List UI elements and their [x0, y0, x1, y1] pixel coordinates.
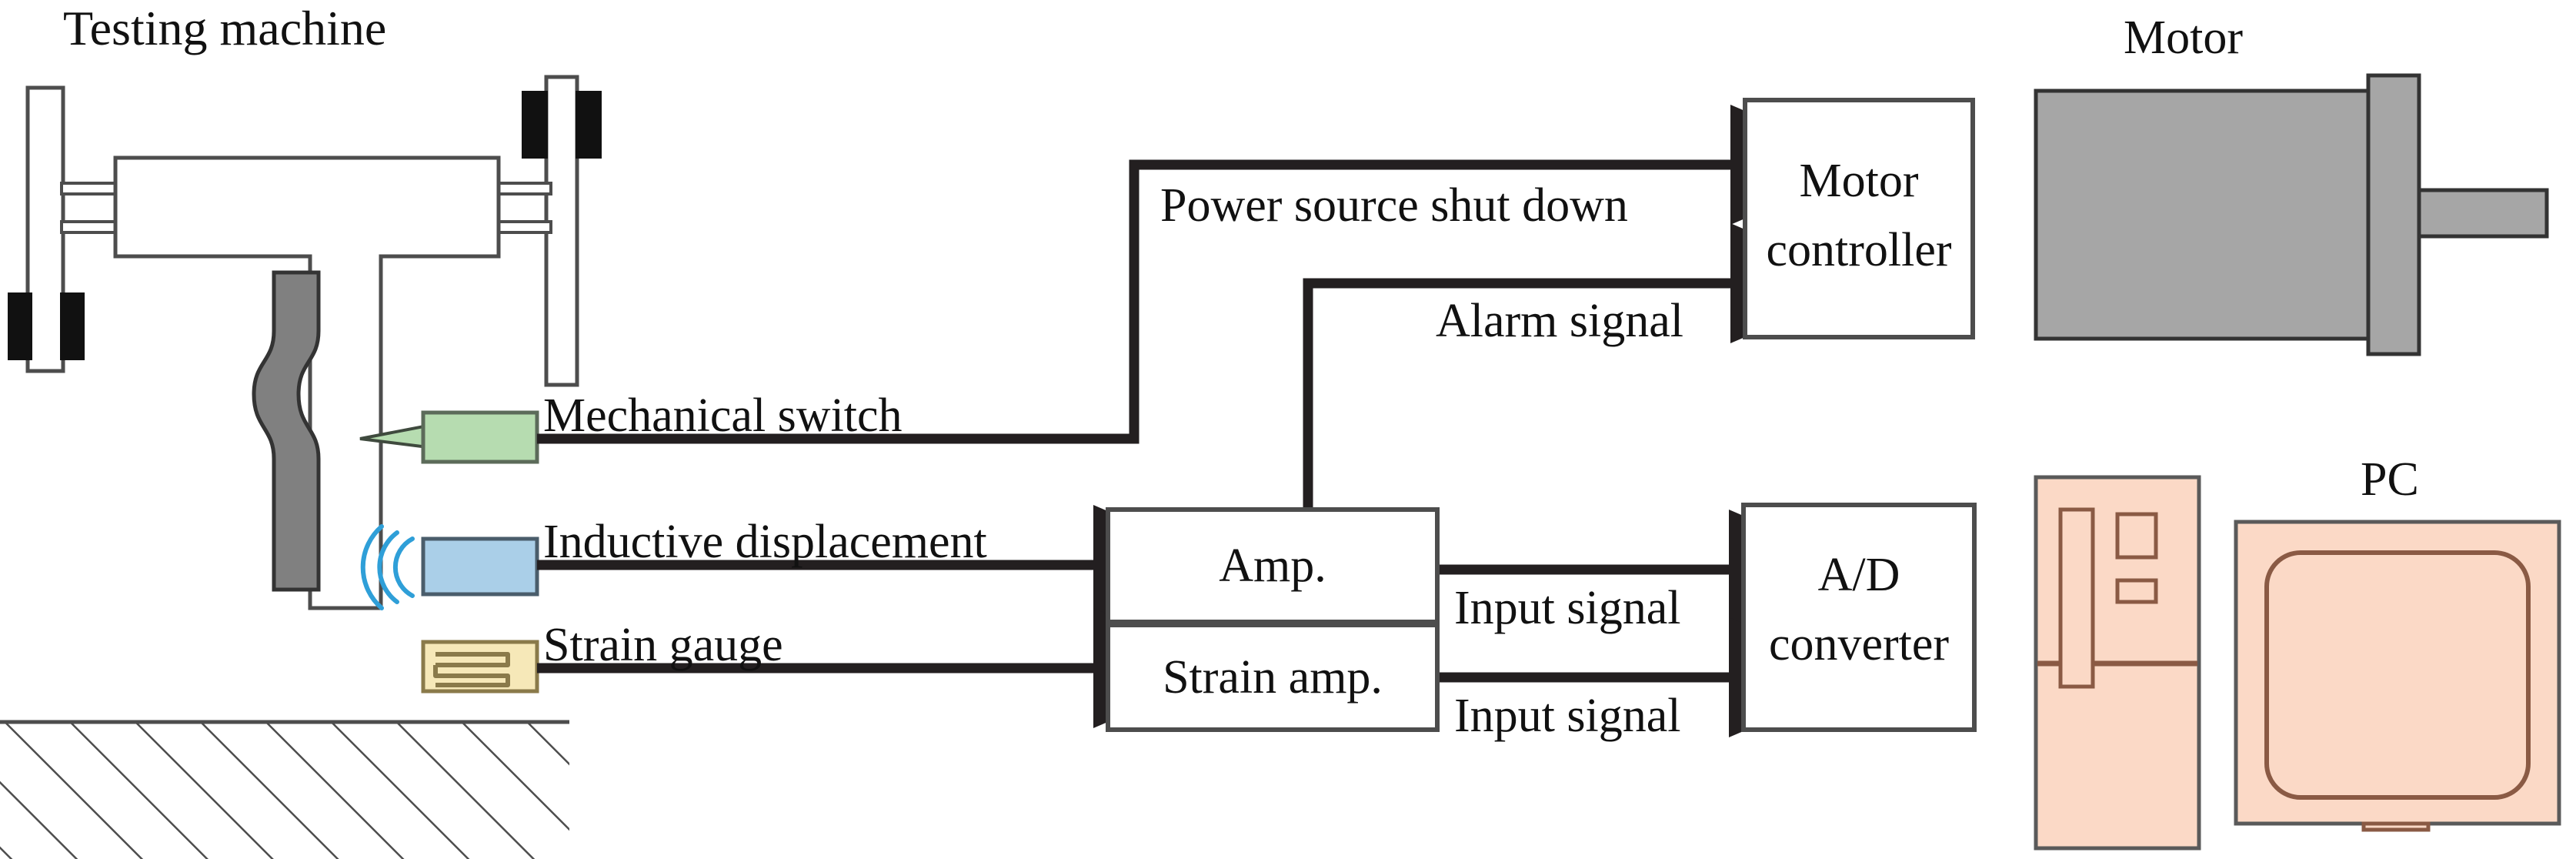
machine-left-grip-outer: [8, 292, 32, 360]
block-label-motor-controller-line2: controller: [1766, 224, 1952, 276]
signal-label-power-source-shut-down: Power source shut down: [1160, 179, 1628, 232]
pc-monitor-neck: [2361, 821, 2431, 832]
signal-label-alarm-signal: Alarm signal: [1436, 295, 1683, 347]
machine-left-column: [25, 85, 65, 373]
sensor-label-strain-gauge: Strain gauge: [543, 619, 783, 671]
pc-tower-drive-slot-icon: [2058, 507, 2095, 689]
signal-label-input-signal-bottom: Input signal: [1454, 690, 1681, 742]
pc-monitor-screen: [2264, 550, 2531, 800]
inductive-displacement-body-icon: [421, 536, 539, 597]
motor-shaft: [2417, 188, 2549, 239]
pc-tower-button-large-icon: [2115, 512, 2158, 560]
ad-converter-box[interactable]: [1741, 503, 1977, 732]
motor-flange: [2366, 73, 2421, 356]
machine-right-grip-outer: [522, 91, 548, 159]
block-label-ad-converter-line1: A/D: [1817, 549, 1900, 601]
sensor-label-inductive-displacement: Inductive displacement: [543, 516, 987, 568]
sensor-icons-group: [359, 410, 539, 694]
machine-right-grip-inner: [576, 91, 602, 159]
block-label-amp: Amp.: [1219, 540, 1326, 592]
machine-left-grip-inner: [60, 292, 85, 360]
machine-tie-bar-left-upper: [60, 182, 117, 196]
label-motor: Motor: [2124, 12, 2243, 64]
pc-tower-button-small-icon: [2115, 578, 2158, 604]
machine-tie-bar-right-upper: [496, 182, 552, 196]
strain-amp-box[interactable]: [1106, 623, 1440, 732]
machine-tie-bar-right-lower: [496, 220, 552, 234]
specimen: [252, 270, 321, 592]
page-title-testing-machine: Testing machine: [63, 1, 387, 55]
motor-body: [2034, 89, 2371, 341]
label-pc: PC: [2361, 453, 2419, 506]
sensor-label-mechanical-switch: Mechanical switch: [543, 389, 903, 442]
strain-grid-icon: [433, 652, 510, 687]
block-label-ad-converter-line2: converter: [1768, 618, 1950, 670]
blocks-group: [1106, 98, 1977, 732]
inductive-waves-icon: [360, 524, 415, 610]
mechanical-switch-body-icon: [421, 410, 539, 464]
amp-box[interactable]: [1106, 507, 1440, 624]
ground-hatching: [0, 724, 569, 859]
testing-machine-group: [0, 75, 602, 859]
line-power-shut-down: [537, 105, 1870, 444]
line-alarm-signal: [1303, 223, 1870, 517]
block-label-motor-controller-line1: Motor: [1799, 155, 1919, 207]
block-label-strain-amp: Strain amp.: [1163, 651, 1383, 704]
signal-lines-group: [537, 105, 1870, 737]
motor-graphic-group: [2034, 73, 2549, 356]
motor-controller-box[interactable]: [1743, 98, 1975, 339]
signal-label-input-signal-top: Input signal: [1454, 582, 1681, 634]
machine-tie-bar-left-lower: [60, 220, 117, 234]
pc-group: [2034, 475, 2561, 851]
